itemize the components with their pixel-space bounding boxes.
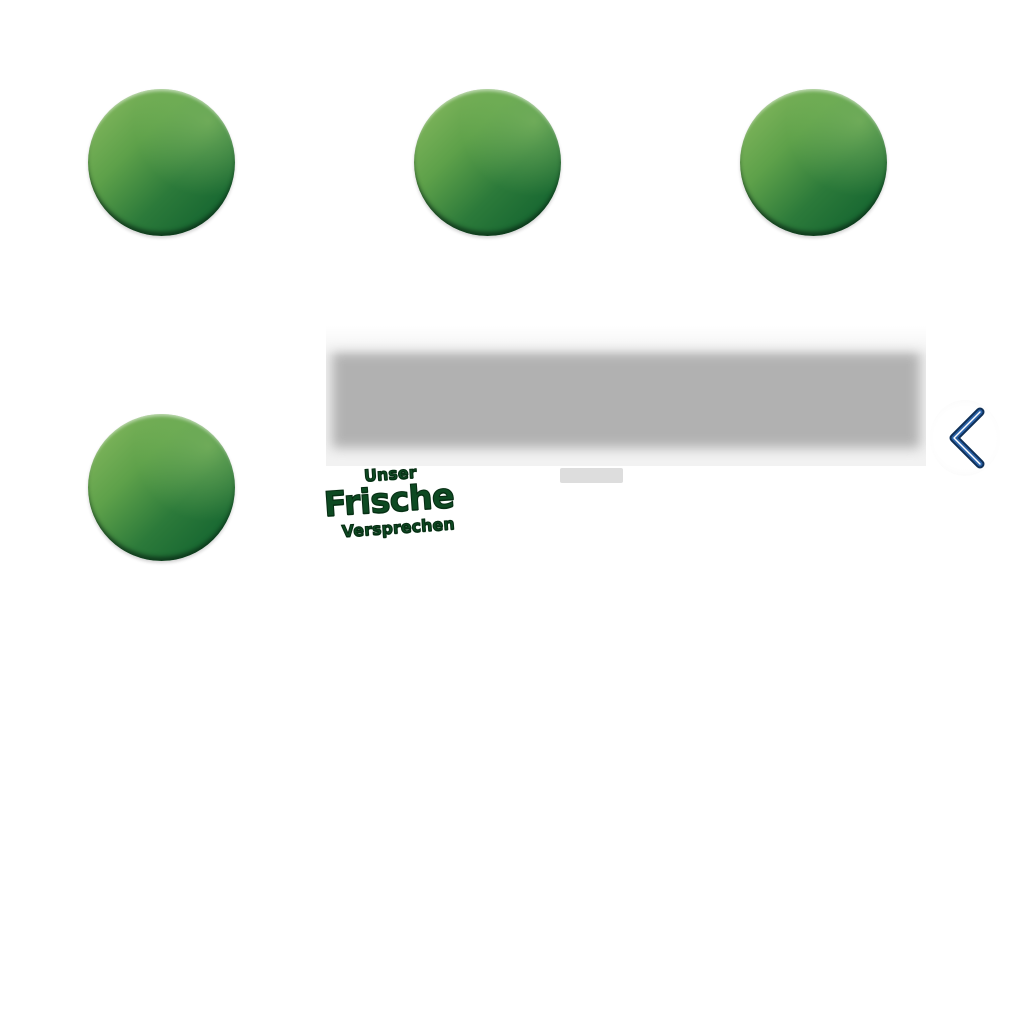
banner-fade [326,326,926,356]
chevron-left-icon [949,407,985,469]
category-badge-2[interactable] [414,89,561,236]
category-badge-1[interactable] [88,89,235,236]
category-badge-4[interactable] [88,414,235,561]
carousel-prev-button[interactable] [930,400,1000,476]
banner-image-blurred [332,352,920,448]
category-badge-3[interactable] [740,89,887,236]
promo-banner-placeholder[interactable] [326,326,926,466]
carousel-indicator[interactable] [560,468,623,483]
frische-versprechen-logo: Unser Frische Versprechen [319,457,474,551]
